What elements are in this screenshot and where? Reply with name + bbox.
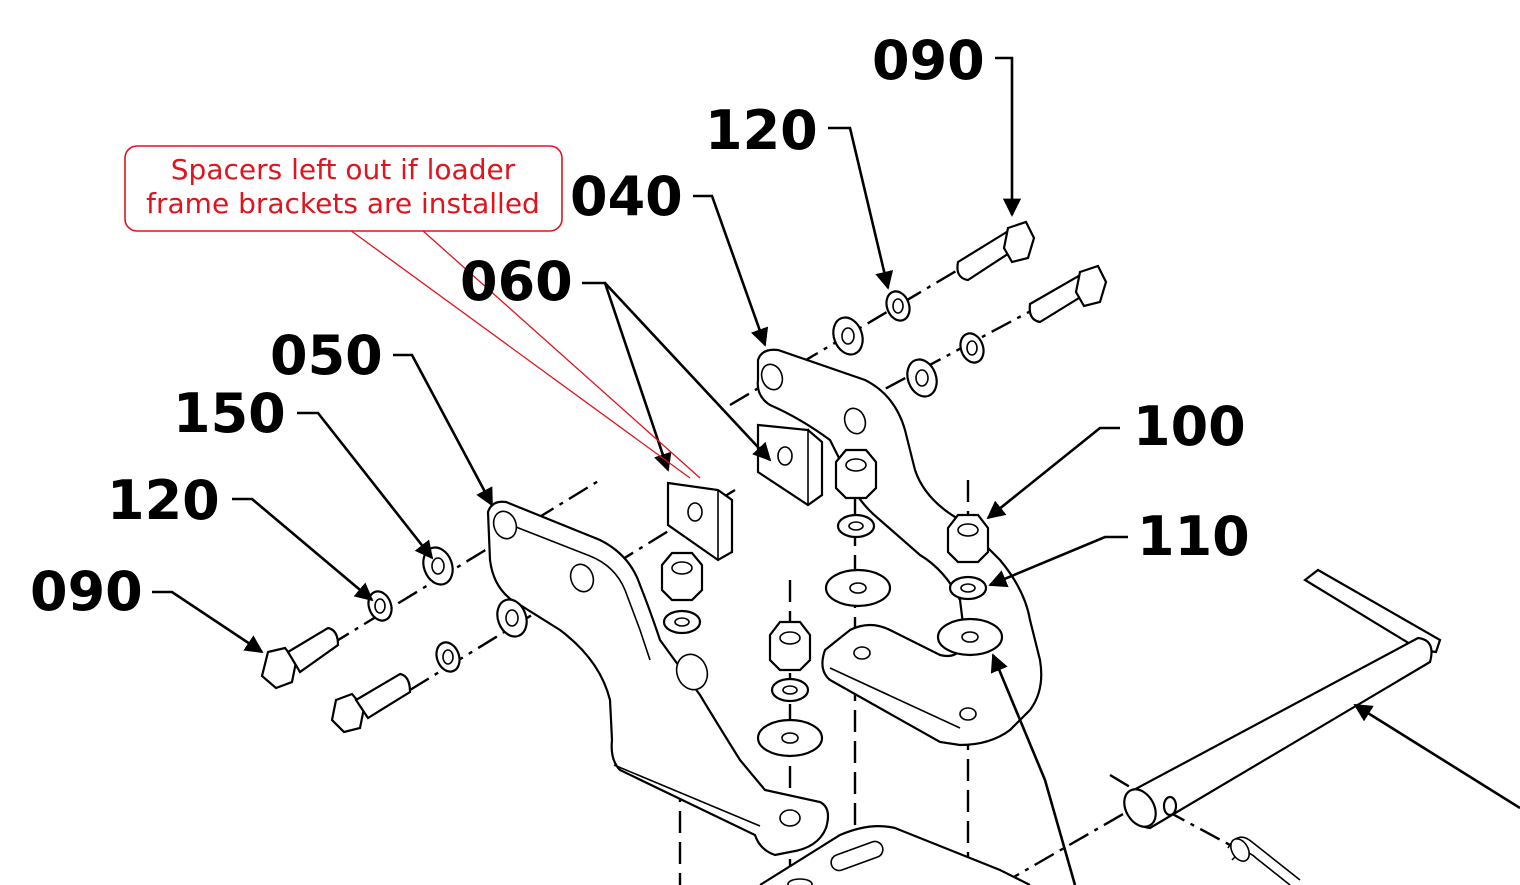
assembly-center-lines xyxy=(329,243,1231,885)
callout-nut: 100 xyxy=(1133,395,1246,458)
callout-spacer: 060 xyxy=(460,250,573,313)
spacer-note: Spacers left out if loader frame bracket… xyxy=(124,145,701,479)
callout-lock-washer-left: 120 xyxy=(107,469,220,532)
callout-bracket-right: 040 xyxy=(570,165,683,228)
callout-bracket-left: 050 xyxy=(270,324,383,387)
spacer-left xyxy=(666,481,734,562)
note-line-2: frame brackets are installed xyxy=(146,187,540,220)
nut-stack-4 xyxy=(936,513,1004,657)
spacer-right xyxy=(756,423,824,507)
lock-washer-left xyxy=(367,590,461,673)
flat-washer-left xyxy=(422,546,528,638)
callout-flat-washer-left: 150 xyxy=(173,382,286,445)
hairpin-clip xyxy=(1227,836,1301,885)
callout-leaders xyxy=(152,56,1520,885)
base-frame xyxy=(759,825,1031,885)
bolt-right-upper xyxy=(956,220,1036,282)
lock-washer-right xyxy=(885,290,985,364)
bolt-right-lower xyxy=(1028,264,1108,324)
note-line-1: Spacers left out if loader xyxy=(171,153,516,186)
callout-lock-washer-right: 120 xyxy=(705,99,818,162)
callout-bolt-left: 090 xyxy=(30,560,143,623)
left-bracket xyxy=(486,500,830,857)
bolt-left-lower xyxy=(330,672,412,734)
callout-labels: 090 120 040 060 050 150 120 090 100 110 xyxy=(30,29,1250,623)
hitch-pin xyxy=(1123,568,1442,830)
flat-washer-right xyxy=(832,316,938,398)
nut-stack-2 xyxy=(756,620,824,758)
callout-washer: 110 xyxy=(1137,505,1250,568)
bolt-left-upper xyxy=(260,626,340,690)
nut-stack-1 xyxy=(660,551,704,635)
nut-stack-3 xyxy=(824,448,892,608)
callout-bolt-right: 090 xyxy=(872,29,985,92)
